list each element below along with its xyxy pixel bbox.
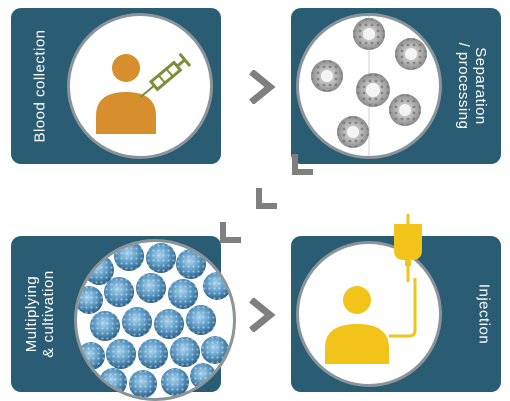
multiplying-label: Multiplying & cultivation [23,270,57,357]
chevron-right-icon [249,298,276,332]
person-icon [325,286,389,364]
separated-cells-illustration [311,16,427,156]
separation-label-line1: Separation [472,47,489,125]
chevron-down-left-icon [292,154,313,175]
separation-label: Separation / processing [455,43,489,130]
syringe-icon [139,52,192,98]
cells-icon [77,242,231,398]
blood-collection-circle [67,13,213,159]
multiplying-label-line1: Multiplying [23,275,40,353]
multiplying-label-line2: & cultivation [40,270,57,358]
separation-circle [296,13,442,159]
injection-illustration [325,278,417,364]
multiplying-circle [74,239,236,401]
separation-label-line2: / processing [455,42,472,130]
person-icon [96,54,156,134]
injection-circle [296,241,442,387]
blood-collection-illustration [96,52,192,134]
chevron-down-left-icon [220,222,241,243]
cells-icon [311,18,427,148]
iv-bag-icon [394,214,422,282]
multiplied-cells-illustration [77,242,231,398]
chevron-right-icon [249,70,276,104]
injection-label: Injection [475,283,493,345]
blood-collection-label: Blood collection [31,29,49,143]
chevron-down-left-icon [256,188,277,209]
